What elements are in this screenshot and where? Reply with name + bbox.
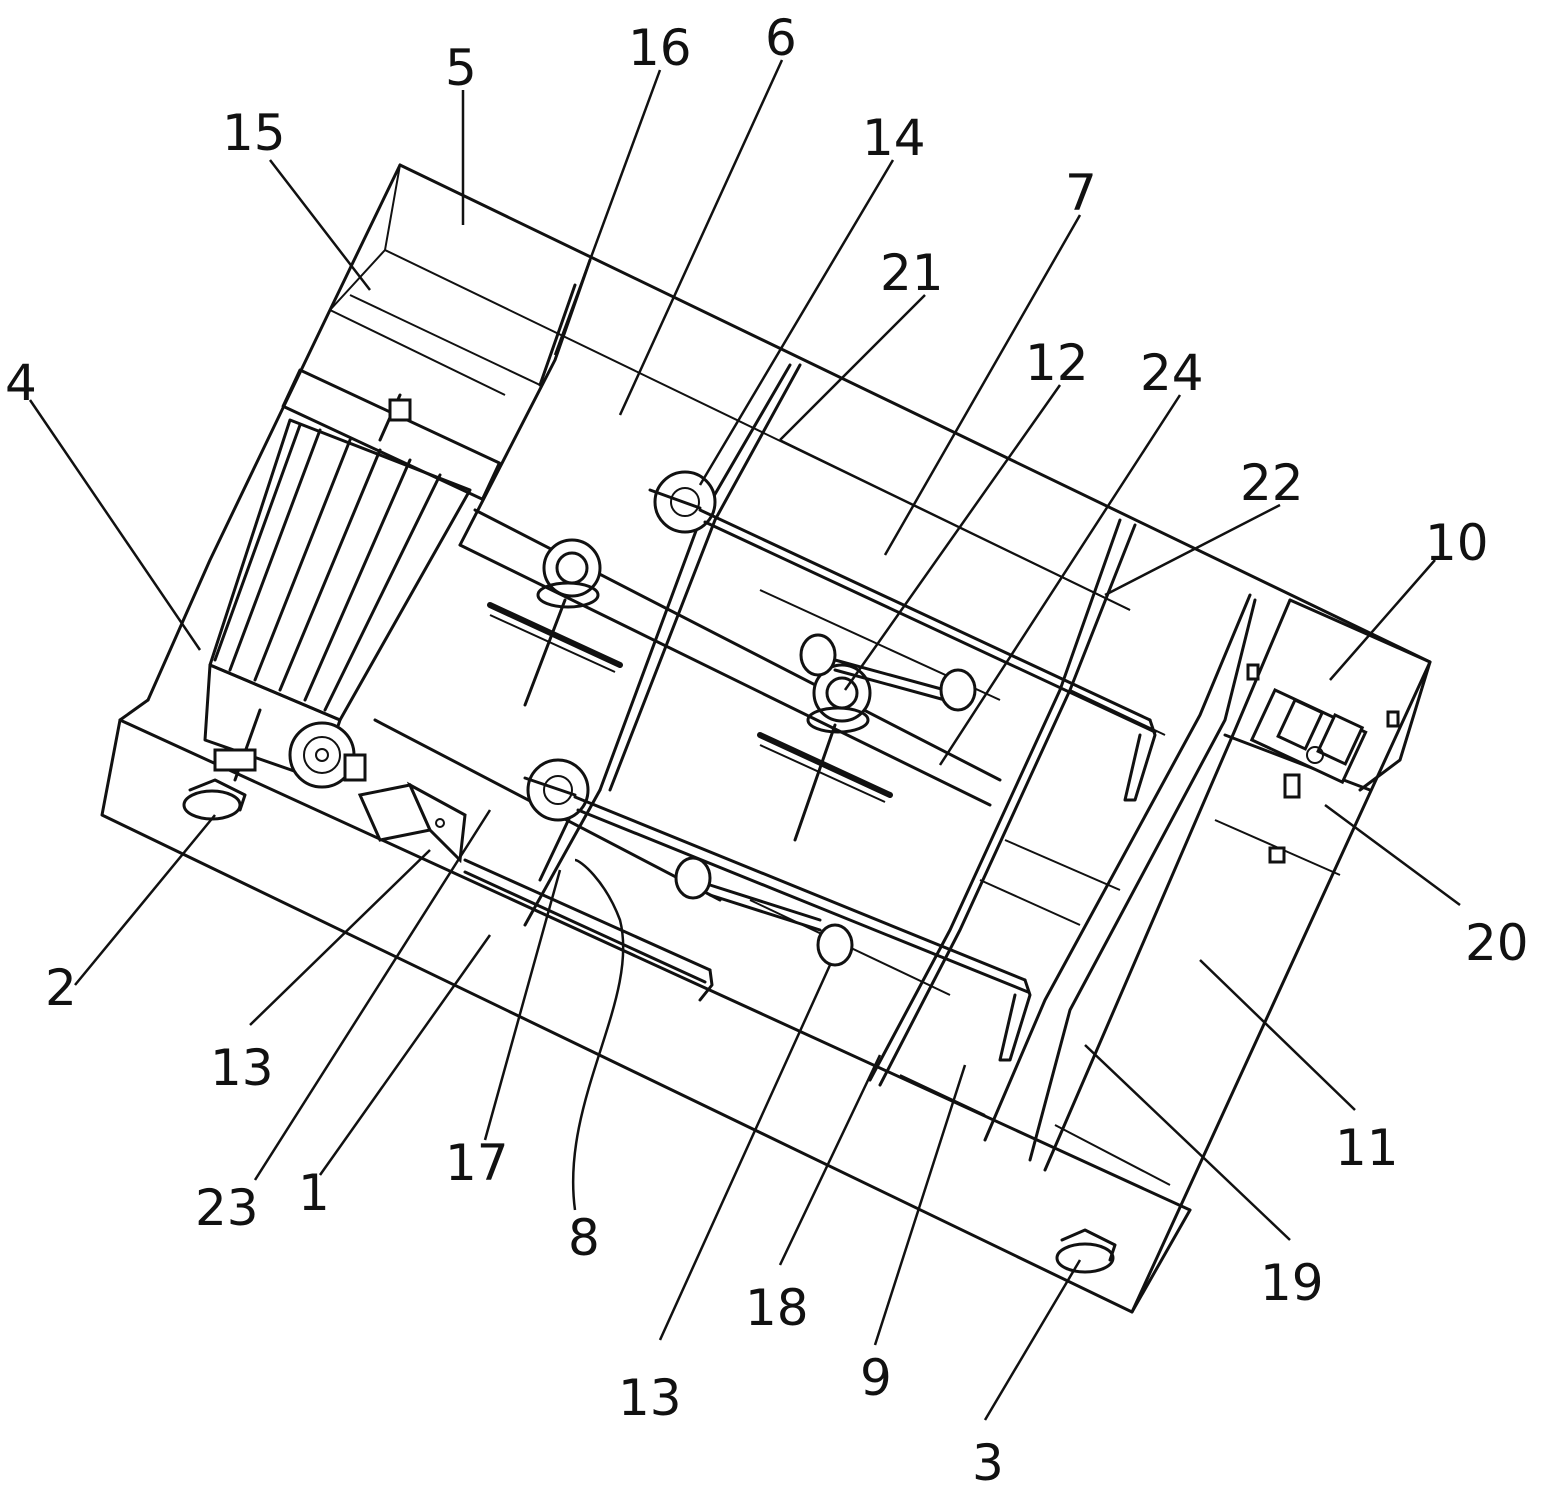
label-24: 24 bbox=[1140, 344, 1204, 402]
label-12: 12 bbox=[1025, 334, 1089, 392]
label-15: 15 bbox=[222, 104, 286, 162]
outlet-port bbox=[1055, 1228, 1117, 1274]
label-22: 22 bbox=[1240, 454, 1304, 512]
mixer-left bbox=[487, 538, 623, 707]
pump-equipment bbox=[1246, 663, 1400, 864]
label-11: 11 bbox=[1335, 1119, 1399, 1177]
label-13-bottom: 13 bbox=[618, 1369, 682, 1427]
label-4: 4 bbox=[5, 354, 37, 412]
tank-body bbox=[100, 163, 1432, 1314]
label-19: 19 bbox=[1260, 1254, 1324, 1312]
label-5: 5 bbox=[445, 39, 477, 97]
label-10: 10 bbox=[1425, 514, 1489, 572]
aerator-lower bbox=[523, 758, 1032, 1062]
mixer-right bbox=[757, 663, 893, 842]
label-6: 6 bbox=[765, 9, 797, 67]
label-13-left: 13 bbox=[210, 1039, 274, 1097]
leader-lines bbox=[28, 59, 1461, 1421]
label-17: 17 bbox=[445, 1134, 509, 1192]
label-7: 7 bbox=[1065, 164, 1097, 222]
label-18: 18 bbox=[745, 1279, 809, 1337]
label-21: 21 bbox=[880, 244, 944, 302]
label-16: 16 bbox=[628, 19, 692, 77]
label-8: 8 bbox=[568, 1209, 600, 1267]
control-box bbox=[357, 781, 467, 864]
label-2: 2 bbox=[45, 959, 77, 1017]
label-1: 1 bbox=[298, 1164, 330, 1222]
diffuser-upper bbox=[799, 633, 977, 712]
reference-labels: 1 2 3 4 5 6 7 8 9 10 11 12 13 13 14 15 1… bbox=[5, 9, 1529, 1492]
label-9: 9 bbox=[860, 1349, 892, 1407]
label-20: 20 bbox=[1465, 914, 1529, 972]
aerator-upper bbox=[648, 470, 1157, 802]
pipe-front bbox=[463, 858, 714, 1002]
drum-screen bbox=[203, 368, 501, 782]
label-23: 23 bbox=[195, 1179, 259, 1237]
diffuser-lower bbox=[674, 856, 854, 967]
label-3: 3 bbox=[972, 1434, 1004, 1492]
drive-wheel bbox=[288, 721, 367, 789]
inlet-port bbox=[182, 778, 247, 821]
label-14: 14 bbox=[862, 109, 926, 167]
